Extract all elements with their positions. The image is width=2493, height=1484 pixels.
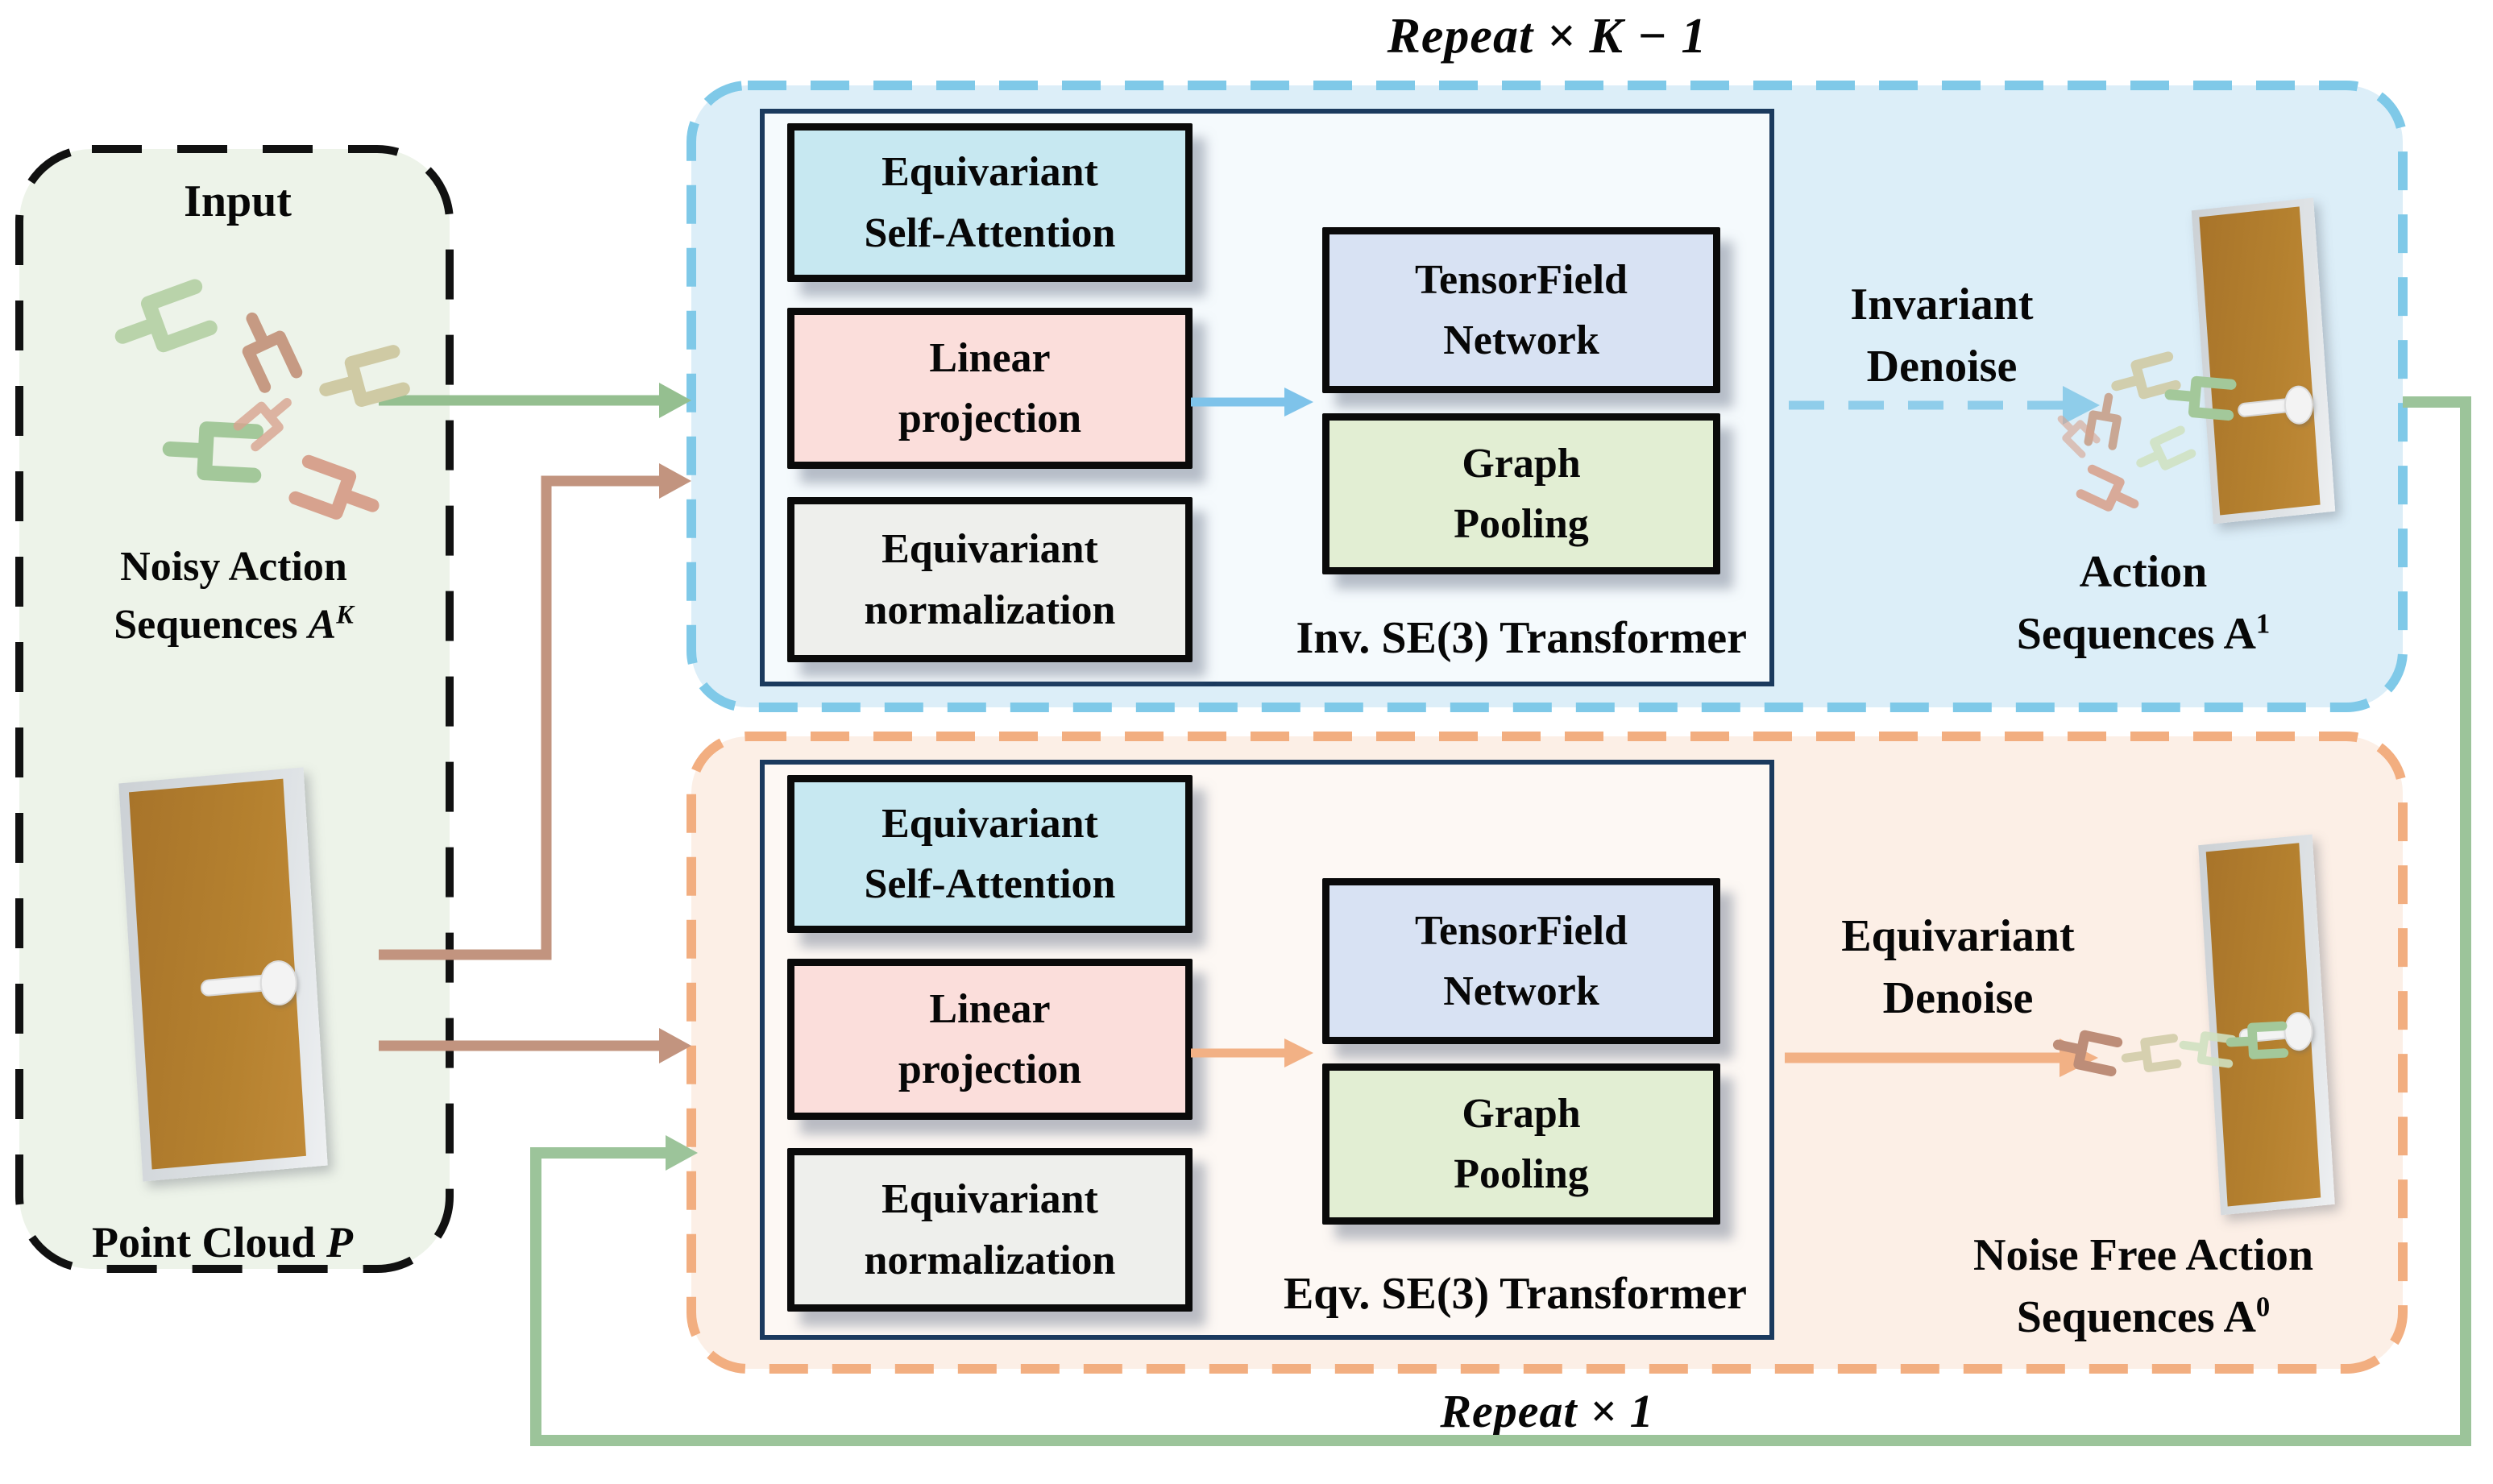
block-label: Network [1443,968,1599,1014]
noisy-action-line2: Sequences AK [114,599,354,648]
inv-transformer-caption: Inv. SE(3) Transformer [1296,613,1747,663]
point-cloud-door-image [118,767,328,1182]
block-label: Equivariant [881,800,1098,847]
pointcloud-to-inv-arrowhead [659,463,691,499]
eqv-linear-projection-block: Linear projection [787,959,1193,1120]
denoise-line2: Denoise [1882,973,2034,1024]
noisy-input-arrowhead [659,383,691,418]
block-label: Self-Attention [864,209,1116,256]
block-label: Graph [1462,440,1581,487]
eqv-graph-pooling-block: Graph Pooling [1322,1063,1720,1225]
eqv-transformer-caption: Eqv. SE(3) Transformer [1283,1269,1747,1319]
output-line2: Sequences A0 [2016,1291,2271,1343]
inv-tensorfield-network-block: TensorField Network [1322,227,1720,393]
eqv-equivariant-self-attention-block: Equivariant Self-Attention [787,775,1193,933]
denoise-line1: Invariant [1850,280,2034,330]
action-sequence-door-image-top [2191,197,2336,524]
block-label: Equivariant [881,1176,1098,1223]
equivariant-denoise-label: Equivariant Denoise [1757,906,2159,1030]
repeat-k-title: Repeat × K − 1 [1387,9,1707,64]
inv-linear-projection-block: Linear projection [787,308,1193,469]
block-label: normalization [864,587,1116,633]
output-line1: Noise Free Action [1973,1230,2313,1280]
denoise-line1: Equivariant [1841,911,2075,961]
block-label: Linear [929,334,1051,381]
block-label: projection [898,1047,1082,1092]
repeat-1-title: Repeat × 1 [1440,1385,1654,1437]
input-title: Input [184,176,292,226]
noisy-action-label: Noisy Action Sequences AK [32,538,435,654]
block-label: Linear [929,985,1051,1032]
block-label: Equivariant [881,149,1098,196]
block-label: Network [1443,317,1599,363]
noisy-action-line1: Noisy Action [120,544,347,590]
block-label: Pooling [1454,501,1589,547]
block-label: Equivariant [881,526,1098,573]
inv-graph-pooling-block: Graph Pooling [1322,413,1720,574]
eqv-equivariant-normalization-block: Equivariant normalization [787,1148,1193,1312]
door-panel [2199,206,2321,516]
point-cloud-label: Point Cloud P [91,1218,354,1266]
noise-free-action-label: Noise Free Action Sequences A0 [1910,1225,2377,1349]
action-sequences-a1-label: Action Sequences A1 [1934,541,2353,666]
block-label: Graph [1462,1090,1581,1137]
output-line1: Action [2079,547,2208,597]
block-label: Pooling [1454,1151,1589,1197]
pointcloud-to-eqv-arrowhead [659,1028,691,1063]
eqv-tensorfield-network-block: TensorField Network [1322,878,1720,1044]
block-label: TensorField [1415,907,1628,954]
denoise-line2: Denoise [1866,342,2018,392]
block-label: TensorField [1415,256,1628,303]
output-line2: Sequences A1 [2016,607,2271,660]
invariant-denoise-label: Invariant Denoise [1748,274,2135,399]
inv-equivariant-self-attention-block: Equivariant Self-Attention [787,123,1193,282]
block-label: projection [898,396,1082,441]
inv-equivariant-normalization-block: Equivariant normalization [787,497,1193,662]
block-label: Self-Attention [864,861,1116,907]
action-sequence-door-image-bottom [2198,834,2335,1216]
block-label: normalization [864,1237,1116,1283]
